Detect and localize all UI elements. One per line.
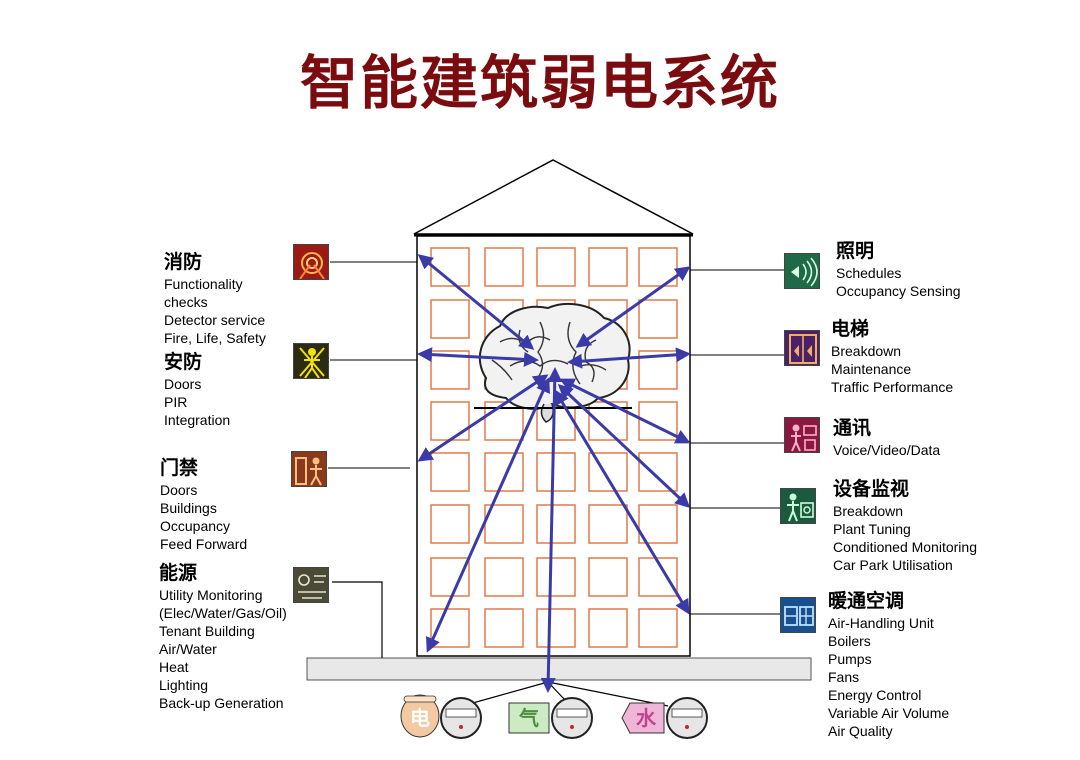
building-window [536, 504, 576, 544]
group-item: Fire, Life, Safety [164, 330, 266, 346]
group-item: Variable Air Volume [828, 705, 950, 721]
group-item: Heat [159, 659, 189, 675]
hvac-icon [780, 597, 816, 633]
group-item: Utility Monitoring [159, 587, 263, 603]
group-item: Integration [164, 412, 231, 428]
building-window [588, 504, 628, 544]
building-window [588, 608, 628, 648]
group-title: 电梯 [831, 318, 870, 340]
electricity-meter-icon: 电 [410, 706, 430, 730]
building-window [588, 557, 628, 597]
group-item: Voice/Video/Data [833, 442, 941, 458]
energy-group: 能源 Utility Monitoring (Elec/Water/Gas/Oi… [159, 562, 287, 712]
group-item: Occupancy [160, 518, 231, 534]
group-title: 暖通空调 [828, 590, 905, 612]
group-item: Plant Tuning [833, 521, 911, 537]
gas-meter-icon: 气 [519, 706, 539, 730]
building-window [484, 557, 524, 597]
communication-icon [784, 417, 820, 453]
fire-protection-group: 消防 Functionality checks Detector service… [164, 251, 266, 347]
building-window [430, 452, 470, 492]
building-window [430, 557, 470, 597]
lighting-group: 照明 Schedules Occupancy Sensing [836, 240, 961, 300]
group-item: Air Quality [828, 723, 893, 739]
group-item: Occupancy Sensing [836, 283, 961, 299]
group-item: Breakdown [831, 343, 902, 359]
group-title: 照明 [836, 240, 875, 262]
page-title: 智能建筑弱电系统 [299, 49, 780, 117]
group-item: Traffic Performance [831, 379, 954, 395]
door-access-icon [291, 451, 327, 487]
group-item: checks [164, 294, 208, 310]
water-meter-icon: 水 [636, 706, 656, 730]
group-item: Doors [160, 482, 198, 498]
building-window [638, 608, 678, 648]
building-window [536, 557, 576, 597]
group-title: 能源 [159, 562, 198, 584]
group-item: Maintenance [831, 361, 912, 377]
group-item: Car Park Utilisation [833, 557, 953, 573]
group-item: PIR [164, 394, 188, 410]
building-window [536, 608, 576, 648]
group-item: Buildings [160, 500, 217, 516]
security-group: 安防 Doors PIR Integration [164, 351, 230, 429]
energy-meter-icon [293, 567, 329, 603]
communication-group: 通讯 Voice/Video/Data [833, 417, 940, 459]
fire-alarm-icon [293, 244, 329, 280]
group-item: Functionality [164, 276, 243, 292]
group-item: Doors [164, 376, 202, 392]
building-window [638, 299, 678, 339]
group-title: 设备监视 [833, 478, 910, 500]
group-item: (Elec/Water/Gas/Oil) [159, 605, 287, 621]
group-item: Breakdown [833, 503, 904, 519]
building-roof [413, 159, 694, 235]
group-item: Fans [828, 669, 860, 685]
group-item: Boilers [828, 633, 871, 649]
building-window [430, 299, 470, 339]
meters [400, 694, 708, 739]
group-item: Detector service [164, 312, 266, 328]
group-item: Tenant Building [159, 623, 255, 639]
group-title: 门禁 [160, 457, 199, 479]
hvac-group: 暖通空调 Air-Handling Unit Boilers Pumps Fan… [828, 590, 949, 740]
group-item: Air/Water [159, 641, 217, 657]
group-item: Lighting [159, 677, 209, 693]
equipment-monitor-icon [780, 488, 816, 524]
building-window [588, 247, 628, 287]
building-window [484, 452, 524, 492]
building-base [306, 657, 812, 681]
building-window [536, 452, 576, 492]
group-item: Back-up Generation [159, 695, 284, 711]
group-item: Pumps [828, 651, 872, 667]
equipment-monitoring-group: 设备监视 Breakdown Plant Tuning Conditioned … [833, 478, 977, 574]
group-title: 通讯 [833, 417, 872, 439]
building-window [430, 401, 470, 441]
building-window [484, 608, 524, 648]
group-item: Conditioned Monitoring [833, 539, 977, 555]
group-item: Energy Control [828, 687, 922, 703]
lighting-icon [784, 253, 820, 289]
building-window [536, 247, 576, 287]
group-title: 消防 [164, 251, 203, 273]
building-window [430, 504, 470, 544]
building-window [484, 247, 524, 287]
access-control-group: 门禁 Doors Buildings Occupancy Feed Forwar… [160, 457, 247, 553]
group-title: 安防 [164, 351, 203, 373]
elevator-group: 电梯 Breakdown Maintenance Traffic Perform… [831, 318, 953, 396]
building-window [638, 452, 678, 492]
group-item: Schedules [836, 265, 902, 281]
group-item: Feed Forward [160, 536, 248, 552]
security-guard-icon [293, 343, 329, 379]
elevator-icon [784, 330, 820, 366]
group-item: Air-Handling Unit [828, 615, 934, 631]
